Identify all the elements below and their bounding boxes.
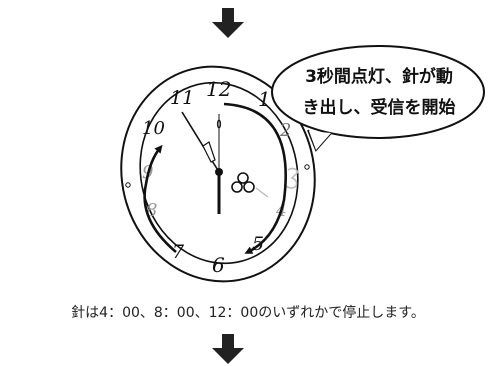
numeral-11: 11 [170, 87, 194, 109]
down-arrow-bottom-icon [212, 334, 244, 364]
numeral-10: 10 [142, 118, 165, 139]
screw-right [304, 164, 310, 170]
caption-text: 針は4：00、8：00、12：00のいずれかで停止します。 [71, 305, 425, 321]
callout-text: 3秒間点灯、針が動 き出し、受信を開始 [274, 62, 484, 124]
screw-left [125, 182, 131, 188]
callout-line-1: 3秒間点灯、針が動 [305, 67, 453, 87]
numeral-6: 6 [212, 253, 225, 277]
down-arrow-top-icon [212, 8, 244, 38]
speech-balloon [271, 45, 485, 152]
motion-arc-left [143, 144, 177, 253]
index-mark [255, 187, 269, 198]
callout-line-2: き出し、受信を開始 [302, 98, 456, 118]
numeral-5: 5 [252, 233, 264, 255]
numeral-1: 1 [258, 87, 271, 111]
numeral-3-faint [285, 167, 299, 189]
numeral-8: 8 [146, 200, 157, 221]
motion-arc-right [223, 102, 288, 254]
logo-emblem [231, 172, 255, 193]
numeral-2: 2 [279, 120, 291, 141]
numeral-7: 7 [172, 241, 185, 263]
clock-hands [181, 111, 223, 214]
numeral-12: 12 [206, 77, 231, 101]
